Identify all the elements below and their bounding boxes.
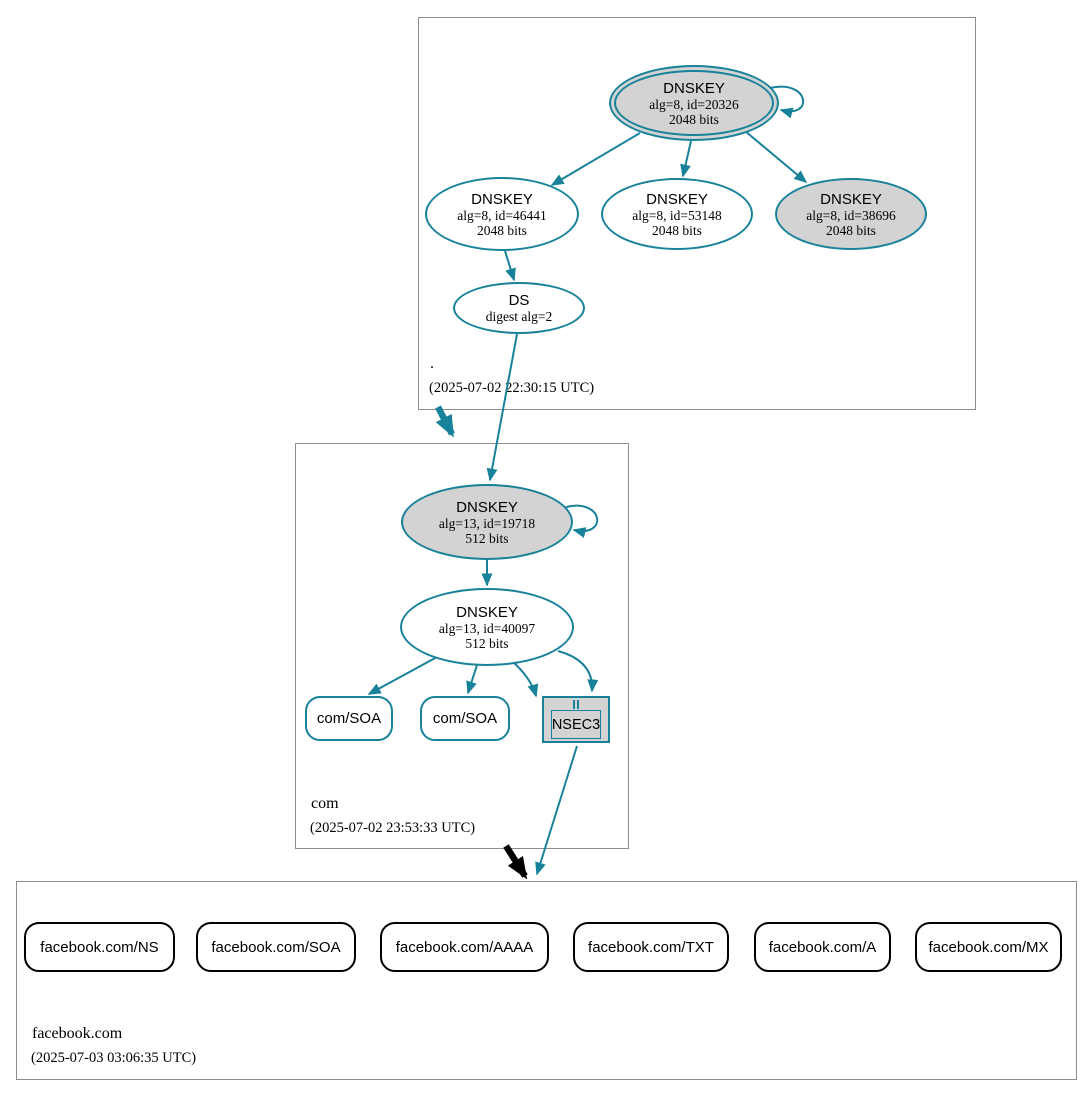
- node-dnskey-20326[interactable]: DNSKEY alg=8, id=20326 2048 bits: [609, 65, 779, 141]
- node-bits: 2048 bits: [826, 222, 876, 238]
- rrset-label: facebook.com/A: [768, 938, 877, 956]
- node-alg-id: alg=8, id=53148: [632, 207, 722, 223]
- node-alg-id: alg=13, id=19718: [438, 515, 536, 531]
- edge-nsec3-facebook: [535, 745, 578, 876]
- node-alg-id: alg=8, id=20326: [649, 96, 739, 112]
- edge-dnskey20326-self-loop: [769, 85, 805, 119]
- nsec3-record-cell: [577, 700, 579, 709]
- zone-box-root: [418, 17, 976, 410]
- node-bits: 512 bits: [465, 530, 509, 546]
- zone-box-facebook: [16, 881, 1077, 1080]
- node-dnskey-46441[interactable]: DNSKEY alg=8, id=46441 2048 bits: [425, 177, 579, 251]
- rrset-label: com/SOA: [316, 710, 382, 727]
- edge-dnskey20326-dnskey38696: [744, 130, 808, 183]
- node-dnskey-40097[interactable]: DNSKEY alg=13, id=40097 512 bits: [400, 588, 574, 666]
- node-bits: 2048 bits: [652, 222, 702, 238]
- node-com-soa-2[interactable]: com/SOA: [420, 696, 510, 741]
- rrset-label: facebook.com/SOA: [211, 938, 341, 956]
- zone-timestamp-root: (2025-07-02 22:30:15 UTC): [429, 380, 595, 396]
- edge-dnskey19718-self-loop: [565, 504, 599, 538]
- node-title: DNSKEY: [820, 190, 882, 208]
- node-title: DNSKEY: [646, 190, 708, 208]
- rrset-label: facebook.com/AAAA: [395, 938, 534, 956]
- node-title: DNSKEY: [471, 190, 533, 208]
- rrset-label: facebook.com/MX: [928, 938, 1049, 956]
- edge-dnskey40097-comsoa2: [466, 664, 478, 695]
- edge-dnskey20326-dnskey46441: [550, 132, 641, 186]
- node-dnskey-19718[interactable]: DNSKEY alg=13, id=19718 512 bits: [401, 484, 573, 560]
- node-title: DNSKEY: [456, 603, 518, 621]
- node-facebook-txt[interactable]: facebook.com/TXT: [573, 922, 729, 972]
- node-digest: digest alg=2: [485, 309, 553, 324]
- edge-dnskey46441-ds: [504, 250, 516, 282]
- delegation-root-com-secure: [435, 405, 455, 438]
- delegation-com-facebook-insecure: [503, 844, 528, 880]
- zone-timestamp-com: (2025-07-02 23:53:33 UTC): [310, 820, 476, 836]
- rrset-label: facebook.com/TXT: [588, 938, 714, 956]
- node-nsec3[interactable]: NSEC3: [542, 696, 610, 743]
- rrset-label: com/SOA: [432, 710, 498, 727]
- node-facebook-ns[interactable]: facebook.com/NS: [24, 922, 175, 972]
- node-facebook-mx[interactable]: facebook.com/MX: [915, 922, 1062, 972]
- node-facebook-soa[interactable]: facebook.com/SOA: [196, 922, 356, 972]
- node-title: DNSKEY: [663, 79, 725, 97]
- node-facebook-aaaa[interactable]: facebook.com/AAAA: [380, 922, 549, 972]
- node-ds-com[interactable]: DS digest alg=2: [453, 282, 585, 334]
- zone-label-root: .: [430, 355, 434, 372]
- node-alg-id: alg=13, id=40097: [438, 620, 536, 636]
- nsec3-label: NSEC3: [550, 710, 602, 739]
- zone-label-com: com: [311, 795, 339, 812]
- edge-dnskey40097-comsoa1: [367, 656, 438, 695]
- zone-label-facebook: facebook.com: [32, 1025, 123, 1042]
- node-bits: 2048 bits: [669, 111, 719, 127]
- node-title: DNSKEY: [456, 498, 518, 516]
- node-dnskey-53148[interactable]: DNSKEY alg=8, id=53148 2048 bits: [601, 178, 753, 250]
- node-alg-id: alg=8, id=46441: [457, 207, 547, 223]
- nsec3-record-cells: [573, 700, 579, 709]
- node-facebook-a[interactable]: facebook.com/A: [754, 922, 891, 972]
- node-title: DS: [508, 292, 530, 309]
- node-bits: 512 bits: [465, 635, 509, 651]
- edge-dnskey40097-nsec3-right: [557, 650, 599, 693]
- edge-dnskey40097-nsec3-left: [511, 660, 539, 698]
- node-com-soa-1[interactable]: com/SOA: [305, 696, 393, 741]
- zone-timestamp-facebook: (2025-07-03 03:06:35 UTC): [31, 1050, 197, 1066]
- zone-box-com: [295, 443, 629, 849]
- edge-dnskey20326-dnskey53148: [680, 140, 692, 178]
- rrset-label: facebook.com/NS: [40, 938, 159, 956]
- edge-ds-dnskey19718: [486, 333, 518, 482]
- nsec3-record-cell: [573, 700, 575, 709]
- node-bits: 2048 bits: [477, 222, 527, 238]
- node-alg-id: alg=8, id=38696: [806, 207, 896, 223]
- node-dnskey-38696[interactable]: DNSKEY alg=8, id=38696 2048 bits: [775, 178, 927, 250]
